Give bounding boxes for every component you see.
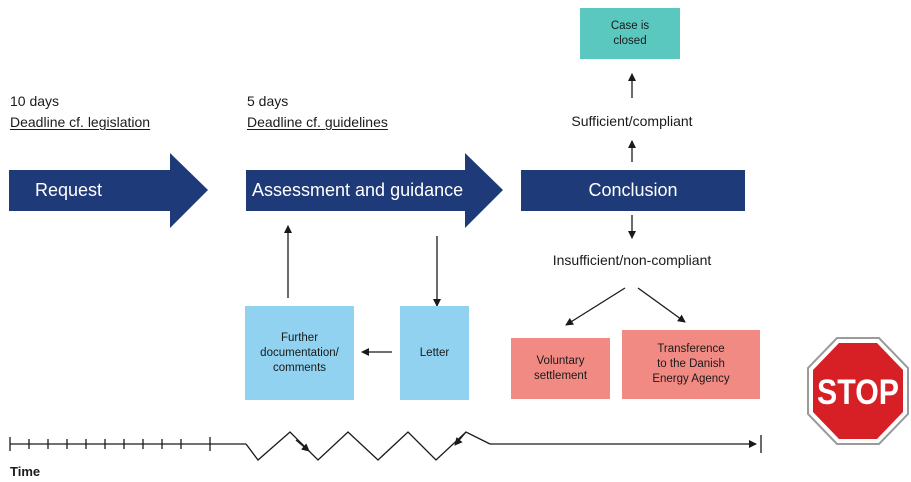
request-deadline-days: 10 days — [10, 93, 60, 109]
voluntary-settlement-label: Voluntary settlement — [533, 354, 588, 382]
voluntary-settlement-box: Voluntary settlement — [511, 338, 610, 399]
arrow-to-transference — [637, 287, 686, 323]
conclusion-stage-box — [521, 170, 745, 211]
timeline-label: Time — [10, 464, 41, 479]
stop-sign-text: STOP — [817, 373, 899, 412]
conclusion-stage-label: Conclusion — [588, 180, 678, 200]
stop-sign-icon: STOP — [807, 337, 909, 445]
case-closed-box: Case is closed — [580, 8, 680, 59]
transference-label: Transference to the Danish Energy Agency — [652, 343, 730, 385]
timeline-zigzag-arrow-1 — [295, 439, 310, 452]
sufficient-label: Sufficient/compliant — [571, 113, 693, 129]
arrow-to-voluntary-settlement — [565, 287, 626, 326]
timeline-zigzag-arrow-2 — [454, 431, 467, 446]
request-stage-label: Request — [35, 180, 103, 200]
assessment-stage-label: Assessment and guidance — [252, 180, 464, 200]
request-deadline-note: Deadline cf. legislation — [10, 114, 151, 130]
case-closed-label: Case is closed — [610, 19, 650, 47]
insufficient-label: Insufficient/non-compliant — [552, 252, 712, 268]
assessment-deadline-days: 5 days — [247, 93, 289, 109]
timeline-ticks — [9, 437, 211, 451]
transference-box: Transference to the Danish Energy Agency — [622, 330, 760, 399]
request-stage-arrow — [9, 153, 208, 228]
letter-box: Letter — [400, 306, 469, 400]
letter-label: Letter — [419, 346, 450, 359]
further-documentation-box: Further documentation/ comments — [245, 306, 354, 400]
assessment-stage-arrow — [246, 153, 503, 228]
further-documentation-label: Further documentation/ comments — [260, 331, 339, 374]
timeline-zigzag — [245, 431, 491, 461]
assessment-deadline-note: Deadline cf. guidelines — [247, 114, 388, 130]
